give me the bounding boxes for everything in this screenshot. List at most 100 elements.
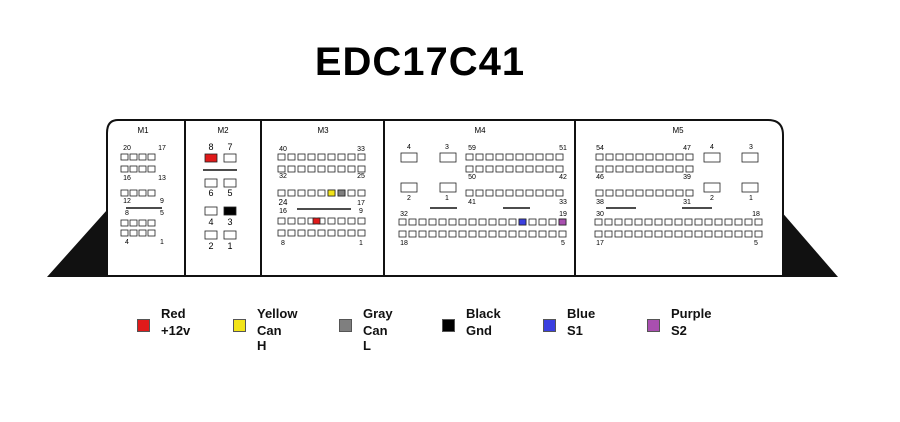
pin: [357, 189, 366, 197]
pin-number: 2: [407, 195, 411, 202]
pin: [665, 165, 674, 173]
pin: [664, 230, 673, 238]
pin: [129, 219, 138, 227]
legend-swatch: [137, 319, 150, 332]
pin: [138, 219, 147, 227]
pin: [223, 230, 237, 240]
pin-number: 59: [468, 145, 476, 152]
pin: [297, 229, 306, 237]
pin: [538, 218, 547, 226]
pin: [223, 153, 237, 163]
pin-number: 1: [160, 239, 164, 246]
pin-number: 50: [468, 174, 476, 181]
pin: [147, 153, 156, 161]
pin: [147, 219, 156, 227]
pin: [204, 178, 218, 188]
pin: [495, 189, 504, 197]
pin: [625, 165, 634, 173]
pin: [515, 189, 524, 197]
pin: [505, 153, 514, 161]
legend-signal: S2: [671, 323, 687, 338]
legend-color-name: Gray: [363, 306, 393, 321]
pin: [327, 229, 336, 237]
pin: [317, 153, 326, 161]
pin: [147, 229, 156, 237]
pin-number: 42: [559, 174, 567, 181]
pin: [495, 153, 504, 161]
pin-number: 7: [227, 142, 232, 152]
pin: [465, 189, 474, 197]
pin: [655, 153, 664, 161]
pin: [465, 165, 474, 173]
pin: [694, 230, 703, 238]
legend-swatch: [233, 319, 246, 332]
pin: [525, 153, 534, 161]
pin: [704, 230, 713, 238]
legend-color-name: Black: [466, 306, 501, 321]
pin: [505, 189, 514, 197]
legend-signal: Can L: [363, 323, 388, 353]
pin: [744, 230, 753, 238]
pin-number: 13: [158, 175, 166, 182]
pin-large: [741, 152, 759, 163]
pin: [528, 230, 537, 238]
pin: [604, 218, 613, 226]
pin-number: 5: [754, 240, 758, 247]
pin-large: [703, 182, 721, 193]
pin: [645, 165, 654, 173]
pin: [644, 230, 653, 238]
pin: [138, 229, 147, 237]
pin-large: [439, 182, 457, 193]
legend-color-name: Red: [161, 306, 186, 321]
pin: [734, 218, 743, 226]
pin: [138, 153, 147, 161]
pin: [724, 218, 733, 226]
pin: [704, 218, 713, 226]
pin: [277, 229, 286, 237]
pin: [475, 189, 484, 197]
pin: [548, 218, 557, 226]
pin: [714, 230, 723, 238]
pin: [485, 189, 494, 197]
pin: [287, 165, 296, 173]
pin: [635, 153, 644, 161]
pin: [347, 189, 356, 197]
pin: [327, 217, 336, 225]
pin: [485, 165, 494, 173]
pin-number: 8: [281, 240, 285, 247]
pin-number: 25: [357, 173, 365, 180]
pin-number: 18: [400, 240, 408, 247]
pin: [684, 218, 693, 226]
pin: [644, 218, 653, 226]
pin: [398, 230, 407, 238]
pin: [605, 153, 614, 161]
pin: [525, 165, 534, 173]
pin-number: 33: [357, 146, 365, 153]
pin: [545, 165, 554, 173]
pin: [297, 217, 306, 225]
pin: [307, 165, 316, 173]
pin: [625, 153, 634, 161]
pin-large: [703, 152, 721, 163]
pin: [505, 165, 514, 173]
pin: [685, 189, 694, 197]
pin: [204, 206, 218, 216]
pin: [297, 153, 306, 161]
legend-swatch: [442, 319, 455, 332]
pin-number: 32: [400, 211, 408, 218]
pin: [498, 218, 507, 226]
pin: [615, 153, 624, 161]
pin-number: 12: [123, 198, 131, 205]
pin: [545, 153, 554, 161]
pin-number: 51: [559, 145, 567, 152]
right-mount-tab: [780, 210, 838, 277]
legend-signal: S1: [567, 323, 583, 338]
pin-number: 3: [749, 144, 753, 151]
pin: [297, 165, 306, 173]
pin-purple-s2: [558, 218, 567, 226]
pin: [714, 218, 723, 226]
pin: [595, 189, 604, 197]
pin: [347, 153, 356, 161]
pin: [488, 218, 497, 226]
